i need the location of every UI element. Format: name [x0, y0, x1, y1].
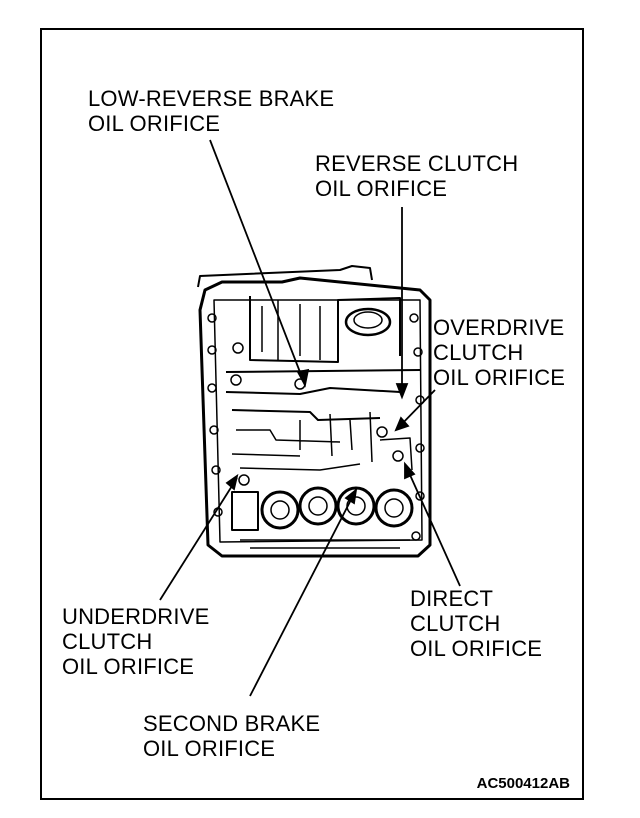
figure-id: AC500412AB — [476, 775, 570, 792]
low-reverse-brake-oil-orifice-label: LOW-REVERSE BRAKE OIL ORIFICE — [88, 86, 335, 136]
underdrive-clutch-oil-orifice-label: UNDERDRIVE CLUTCH OIL ORIFICE — [62, 604, 210, 679]
reverse-clutch-oil-orifice-label: REVERSE CLUTCH OIL ORIFICE — [315, 151, 519, 201]
figure-frame — [40, 28, 584, 800]
second-brake-oil-orifice-label: SECOND BRAKE OIL ORIFICE — [143, 711, 321, 761]
overdrive-clutch-oil-orifice-label: OVERDRIVE CLUTCH OIL ORIFICE — [433, 315, 566, 390]
direct-clutch-oil-orifice-label: DIRECT CLUTCH OIL ORIFICE — [410, 586, 543, 661]
